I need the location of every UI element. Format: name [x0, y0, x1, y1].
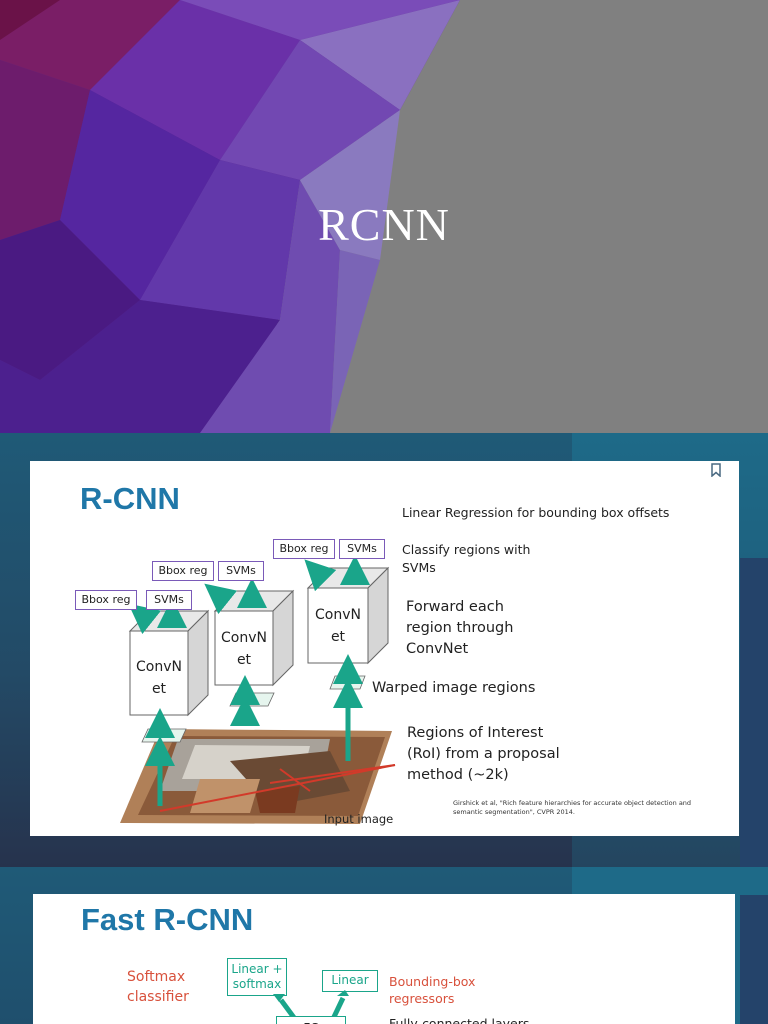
- input-image-label: Input image: [324, 812, 394, 826]
- polygon-background: [0, 0, 460, 433]
- background-stripe: [740, 558, 768, 867]
- warped-region: [141, 728, 187, 743]
- warped-region: [229, 692, 275, 707]
- fast-rcnn-card: Fast R-CNN Softmax classifier Linear + s…: [33, 894, 735, 1024]
- input-image: [120, 729, 392, 824]
- roi-lines: [159, 764, 396, 812]
- bookmark-icon[interactable]: [710, 463, 722, 480]
- convnet-cube: [306, 566, 390, 665]
- diagram-title: Fast R-CNN: [81, 902, 254, 937]
- convnet-label-line2: et: [330, 629, 346, 645]
- citation-line1: Girshick et al, "Rich feature hierarchie…: [453, 799, 692, 807]
- convnet-label-line1: ConvN: [136, 659, 182, 675]
- convnet-label: ConvN et: [308, 604, 368, 648]
- step-label: Classify regions with SVMs: [402, 542, 531, 575]
- rcnn-diagram: [120, 555, 396, 824]
- fast-rcnn-arrows: [273, 990, 349, 1021]
- step-label: Warped image regions: [372, 680, 536, 696]
- citation: Girshick et al, "Rich feature hierarchie…: [453, 799, 723, 817]
- step-label: Linear Regression for bounding box offse…: [402, 505, 670, 520]
- bbox-reg-box: Bbox reg: [152, 561, 214, 581]
- convnet-label-line2: et: [236, 652, 252, 668]
- step-label: Forward each region through ConvNet: [406, 599, 514, 657]
- citation-line2: semantic segmentation", CVPR 2014.: [453, 808, 575, 816]
- slide-title: RCNN: [318, 199, 450, 250]
- convnet-label-line1: ConvN: [221, 630, 267, 646]
- softmax-label: Softmax classifier: [127, 969, 189, 1005]
- convnet-label-line1: ConvN: [315, 607, 361, 623]
- bbox-regressors-label: Bounding-box regressors: [389, 974, 476, 1006]
- svms-box: SVMs: [218, 561, 264, 581]
- convnet-label: ConvN et: [215, 627, 273, 671]
- svms-box: SVMs: [339, 539, 385, 559]
- flow-arrows: [128, 555, 370, 806]
- bbox-reg-box: Bbox reg: [273, 539, 335, 559]
- rcnn-slide: R-CNN: [0, 433, 768, 867]
- fc-box: FC: [276, 1016, 346, 1024]
- bbox-reg-box: Bbox reg: [75, 590, 137, 610]
- step-label: Regions of Interest (RoI) from a proposa…: [407, 725, 560, 783]
- warped-region: [329, 675, 366, 690]
- rcnn-card: R-CNN: [30, 461, 739, 836]
- background-stripe: [740, 895, 768, 1024]
- fast-rcnn-slide: Fast R-CNN Softmax classifier Linear + s…: [0, 867, 768, 1024]
- linear-softmax-box: Linear + softmax: [227, 958, 287, 996]
- svms-box: SVMs: [146, 590, 192, 610]
- fc-layers-label: Fully-connected layers: [389, 1016, 530, 1024]
- convnet-label: ConvN et: [130, 656, 188, 700]
- linear-box: Linear: [322, 970, 378, 992]
- convnet-label-line2: et: [151, 681, 167, 697]
- diagram-title: R-CNN: [80, 481, 180, 516]
- title-slide: RCNN: [0, 0, 768, 433]
